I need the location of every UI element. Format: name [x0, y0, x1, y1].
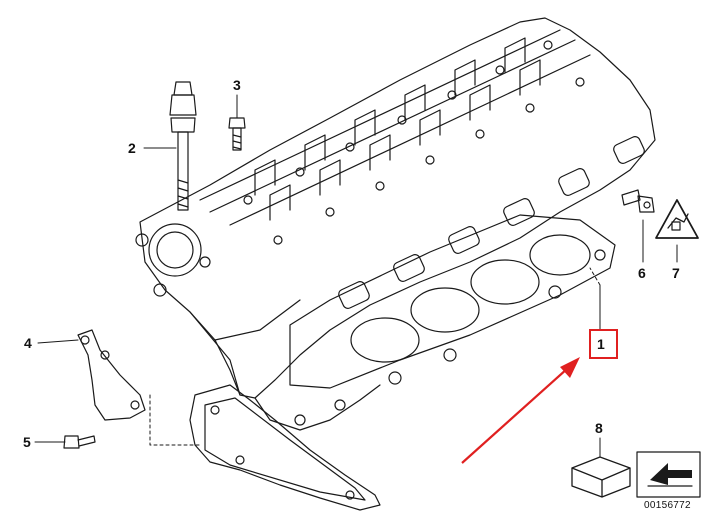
bracket-bolt-illustration [63, 435, 96, 449]
highlight-box [589, 329, 618, 359]
warning-triangle-icon [655, 199, 699, 239]
callout-5: 5 [23, 434, 31, 450]
callout-3: 3 [233, 77, 241, 93]
callout-2: 2 [128, 140, 136, 156]
callout-7: 7 [672, 265, 680, 281]
bracket-illustration [77, 329, 146, 421]
callout-6: 6 [638, 265, 646, 281]
arrow-symbol-icon [636, 451, 701, 498]
callout-8: 8 [595, 420, 603, 436]
parcel-box-icon [571, 456, 631, 498]
cylinder-head-illustration [135, 17, 656, 431]
leader-lines [34, 94, 678, 458]
reference-code: 00156772 [644, 500, 691, 511]
small-bolt-illustration [228, 117, 246, 151]
callout-4: 4 [24, 335, 32, 351]
callout-1: 1 [597, 336, 605, 352]
sensor-illustration [621, 189, 655, 213]
head-bolt-illustration [169, 81, 197, 211]
head-gasket-illustration [289, 214, 616, 389]
lower-gasket-illustration [189, 384, 381, 511]
highlight-arrow-icon [461, 357, 580, 464]
